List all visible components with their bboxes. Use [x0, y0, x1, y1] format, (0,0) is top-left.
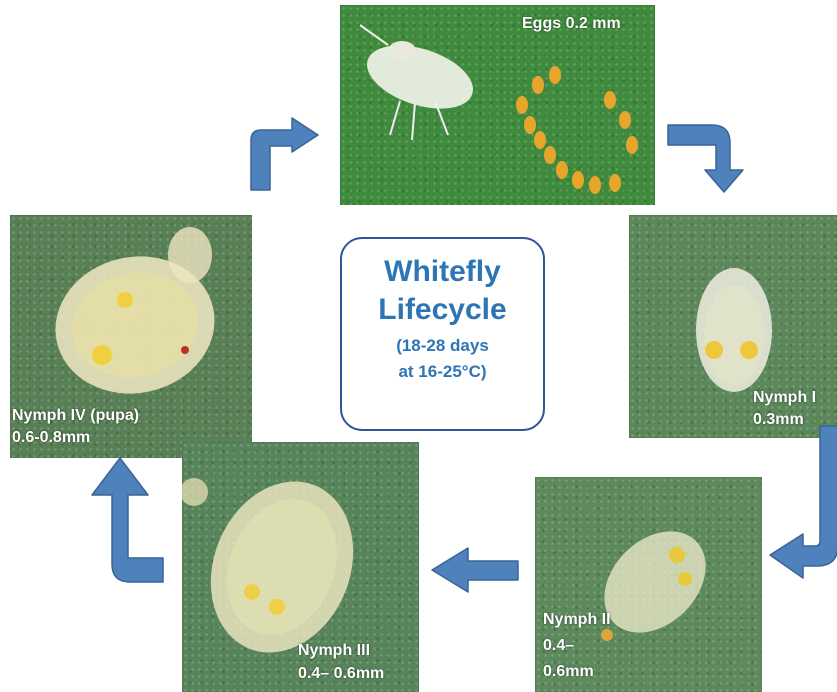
arrow-down-left	[770, 426, 837, 578]
arrow-left-up	[92, 458, 163, 582]
arrow-left	[432, 548, 518, 592]
arrow-right-down	[668, 125, 743, 192]
arrow-up-right	[251, 118, 318, 190]
